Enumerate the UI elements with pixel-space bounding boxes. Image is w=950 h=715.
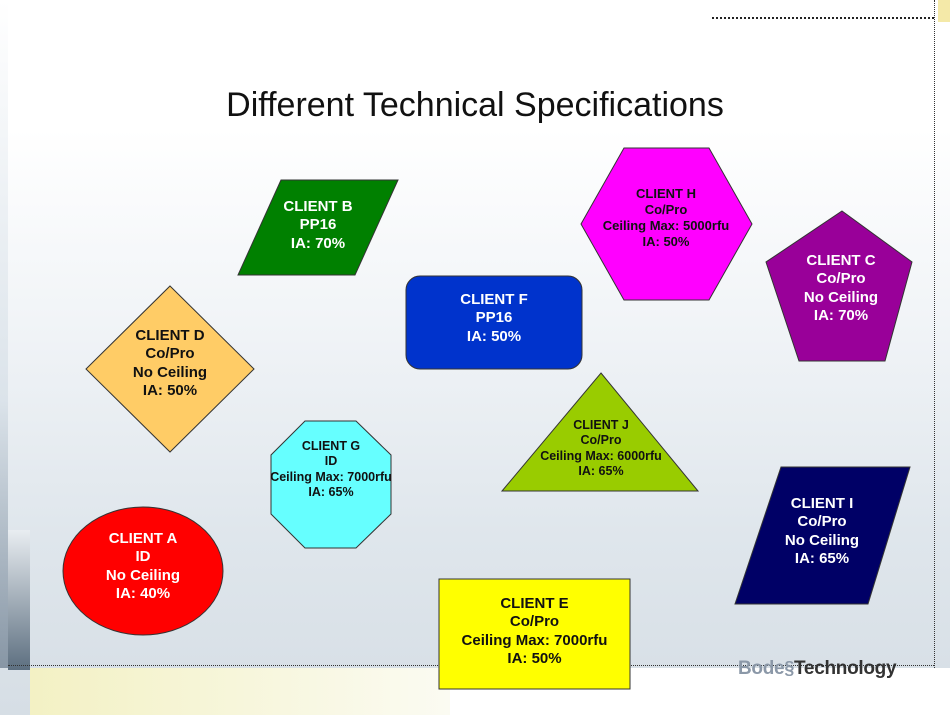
client-b-spec: PP16 xyxy=(299,216,337,234)
client-e-shape xyxy=(438,578,631,690)
left-gradient-strip xyxy=(0,0,8,668)
client-a-shape xyxy=(62,506,224,636)
client-i-label: CLIENT I Co/Pro No Ceiling IA: 65% xyxy=(762,495,882,568)
client-f-label: CLIENT F PP16 IA: 50% xyxy=(406,291,582,346)
client-h-spec: Co/Pro xyxy=(644,201,688,217)
client-d-ceiling: No Ceiling xyxy=(132,363,208,381)
company-logo: Bode§Technology xyxy=(738,658,897,680)
client-a-ia: IA: 40% xyxy=(115,584,171,602)
client-c-label: CLIENT C Co/Pro No Ceiling IA: 70% xyxy=(778,252,904,325)
client-i-spec: Co/Pro xyxy=(797,513,847,531)
top-dotted-line xyxy=(712,17,934,19)
logo-text-bode: Bode xyxy=(738,658,785,679)
client-j-ceiling: Ceiling Max: 6000rfu xyxy=(540,448,662,463)
client-e-ia: IA: 50% xyxy=(507,649,562,667)
right-dotted-line xyxy=(934,0,935,668)
client-f-ia: IA: 50% xyxy=(466,327,522,345)
client-a-ceiling: No Ceiling xyxy=(105,566,181,584)
client-f-name: CLIENT F xyxy=(460,291,528,308)
client-i-ceiling: No Ceiling xyxy=(784,531,860,549)
client-d-spec: Co/Pro xyxy=(145,345,195,363)
corner-accent xyxy=(938,0,950,22)
client-a-spec: ID xyxy=(135,548,151,566)
client-h-name: CLIENT H xyxy=(636,186,696,201)
client-e-name: CLIENT E xyxy=(500,595,569,612)
client-b-shape xyxy=(237,179,399,276)
slide-title: Different Technical Specifications xyxy=(226,86,724,124)
client-i-shape xyxy=(734,466,911,605)
client-d-shape xyxy=(85,285,255,453)
client-h-ia: IA: 50% xyxy=(642,233,690,249)
client-c-shape xyxy=(765,210,913,362)
client-c-name: CLIENT C xyxy=(806,252,876,269)
client-j-label: CLIENT J Co/Pro Ceiling Max: 6000rfu IA:… xyxy=(526,418,676,479)
client-j-spec: Co/Pro xyxy=(580,433,622,448)
client-h-ceiling: Ceiling Max: 5000rfu xyxy=(602,217,730,233)
client-f-shape xyxy=(405,275,583,370)
client-g-ia: IA: 65% xyxy=(308,484,354,499)
client-d-label: CLIENT D Co/Pro No Ceiling IA: 50% xyxy=(102,327,238,400)
footer-yellow-band xyxy=(30,668,450,715)
client-d-name: CLIENT D xyxy=(135,327,205,344)
client-g-shape xyxy=(270,420,392,549)
client-d-ia: IA: 50% xyxy=(142,381,198,399)
client-g-name: CLIENT G xyxy=(301,439,361,453)
client-f-spec: PP16 xyxy=(475,309,513,327)
client-j-shape xyxy=(500,372,700,492)
client-a-name: CLIENT A xyxy=(108,530,178,547)
client-h-shape xyxy=(580,147,753,301)
client-j-name: CLIENT J xyxy=(573,418,629,432)
client-h-label: CLIENT H Co/Pro Ceiling Max: 5000rfu IA:… xyxy=(586,186,746,249)
client-i-name: CLIENT I xyxy=(790,495,854,512)
client-i-ia: IA: 65% xyxy=(794,549,850,567)
client-j-ia: IA: 65% xyxy=(578,463,624,478)
client-c-ceiling: No Ceiling xyxy=(803,288,879,306)
client-b-label: CLIENT B PP16 IA: 70% xyxy=(258,198,378,253)
client-e-label: CLIENT E Co/Pro Ceiling Max: 7000rfu IA:… xyxy=(439,595,630,668)
client-e-ceiling: Ceiling Max: 7000rfu xyxy=(461,631,608,649)
client-b-name: CLIENT B xyxy=(283,198,353,215)
client-b-ia: IA: 70% xyxy=(290,234,346,252)
left-accent-band xyxy=(8,530,30,670)
client-a-label: CLIENT A ID No Ceiling IA: 40% xyxy=(78,530,208,603)
client-e-spec: Co/Pro xyxy=(509,613,560,631)
client-c-ia: IA: 70% xyxy=(813,306,869,324)
client-g-label: CLIENT G ID Ceiling Max: 7000rfu IA: 65% xyxy=(268,439,394,500)
client-c-spec: Co/Pro xyxy=(816,270,866,288)
client-g-spec: ID xyxy=(324,454,338,469)
client-g-ceiling: Ceiling Max: 7000rfu xyxy=(270,469,392,484)
logo-text-technology: Technology xyxy=(794,658,897,679)
dna-helix-icon: § xyxy=(784,658,795,678)
